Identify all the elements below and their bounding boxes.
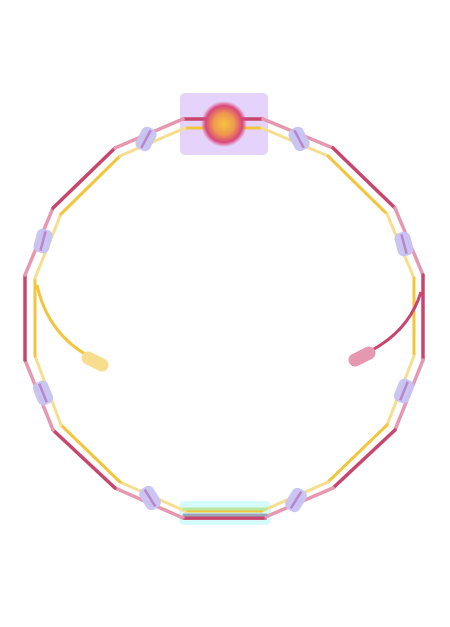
ring-magnet [393, 378, 415, 404]
ring-magnet [139, 485, 161, 511]
inner-ring-segment [326, 154, 389, 216]
ring-magnet-core [143, 488, 157, 508]
injection-stub-left [35, 284, 109, 372]
inner-ring-segment [59, 154, 122, 216]
ring-magnet [394, 231, 414, 257]
target-box [179, 501, 271, 525]
ring-magnet-core [289, 490, 303, 510]
target-bands [182, 507, 268, 520]
outer-ring-segment [51, 428, 117, 490]
ring-magnet-core [293, 129, 305, 149]
ring-magnet-core [38, 383, 48, 403]
target-block [179, 501, 271, 525]
ring-magnet [285, 487, 307, 513]
injection-stub-right [348, 291, 423, 367]
ring-magnet [32, 380, 54, 406]
injection-line-left [35, 284, 93, 360]
outer-ring-segment [331, 146, 397, 210]
inner-ring [33, 126, 416, 513]
outer-ring-segment [51, 146, 117, 210]
ring-magnet [288, 126, 310, 152]
injection-magnet-right [348, 346, 376, 367]
outer-ring-segment [331, 428, 397, 490]
ring-magnet [33, 228, 53, 254]
ring-magnet-core [39, 231, 47, 251]
ring-magnet-core [400, 234, 408, 254]
ring-magnets [32, 126, 415, 513]
inner-ring-segment [326, 423, 389, 484]
injection-line-right [363, 291, 423, 356]
injection-magnet-left [81, 351, 109, 372]
ring-magnet-core [140, 129, 152, 149]
ring-magnet [135, 126, 157, 152]
source-glow [201, 101, 247, 147]
outer-ring [23, 117, 425, 520]
inner-ring-segment [59, 423, 122, 484]
ring-magnet-core [399, 381, 409, 401]
